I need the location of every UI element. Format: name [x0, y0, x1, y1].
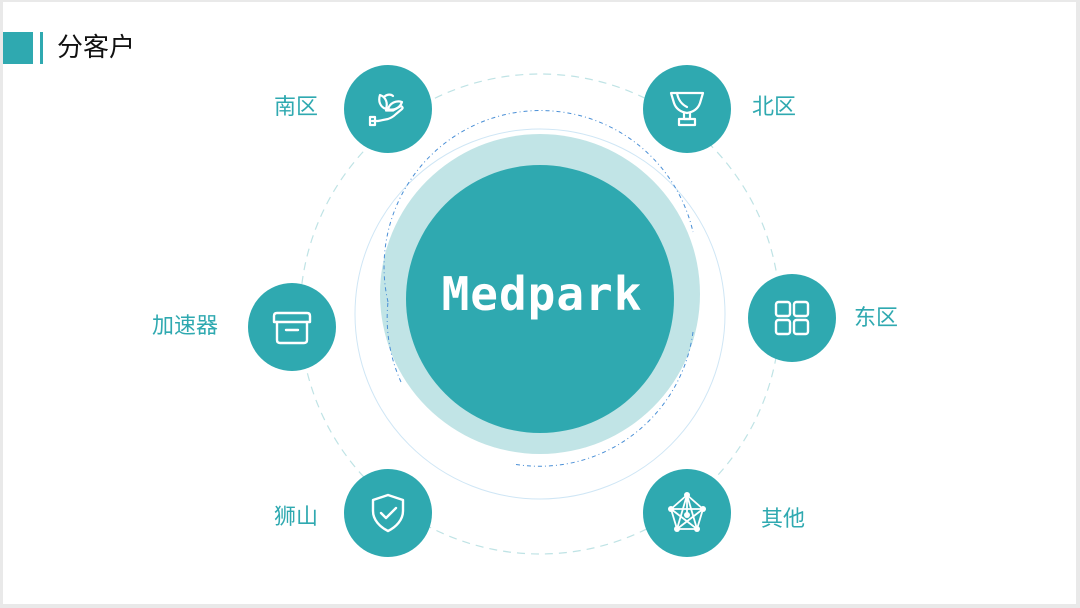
node-east-label: 东区	[854, 306, 899, 331]
diagram-rings	[299, 73, 781, 555]
network-icon	[668, 492, 706, 532]
slide: 分客户 Medpark 南区	[3, 2, 1076, 604]
node-south[interactable]	[344, 65, 432, 153]
grid-icon	[774, 300, 810, 336]
box-icon	[272, 311, 312, 345]
node-other-label: 其他	[761, 507, 806, 532]
trophy-icon	[669, 91, 705, 127]
node-accelerator[interactable]	[248, 283, 336, 371]
node-other[interactable]	[643, 469, 731, 557]
node-north[interactable]	[643, 65, 731, 153]
page-title: 分客户	[57, 33, 136, 63]
node-north-label: 北区	[752, 95, 797, 120]
middle-ring	[354, 128, 726, 500]
center-label: Medpark	[441, 267, 643, 321]
inner-dashed-arc-left	[386, 301, 402, 383]
node-shishan[interactable]	[344, 469, 432, 557]
node-shishan-label: 狮山	[274, 505, 319, 530]
inner-dashed-arc-bottom	[512, 331, 694, 467]
title-accent-line	[40, 32, 43, 64]
hand-plant-icon	[368, 93, 404, 127]
shield-check-icon	[371, 493, 405, 533]
inner-dashed-arc-top	[383, 110, 694, 303]
title-accent-block	[3, 32, 33, 64]
node-south-label: 南区	[274, 95, 319, 120]
center-circle	[406, 165, 674, 433]
node-accelerator-label: 加速器	[152, 314, 219, 339]
node-east[interactable]	[748, 274, 836, 362]
